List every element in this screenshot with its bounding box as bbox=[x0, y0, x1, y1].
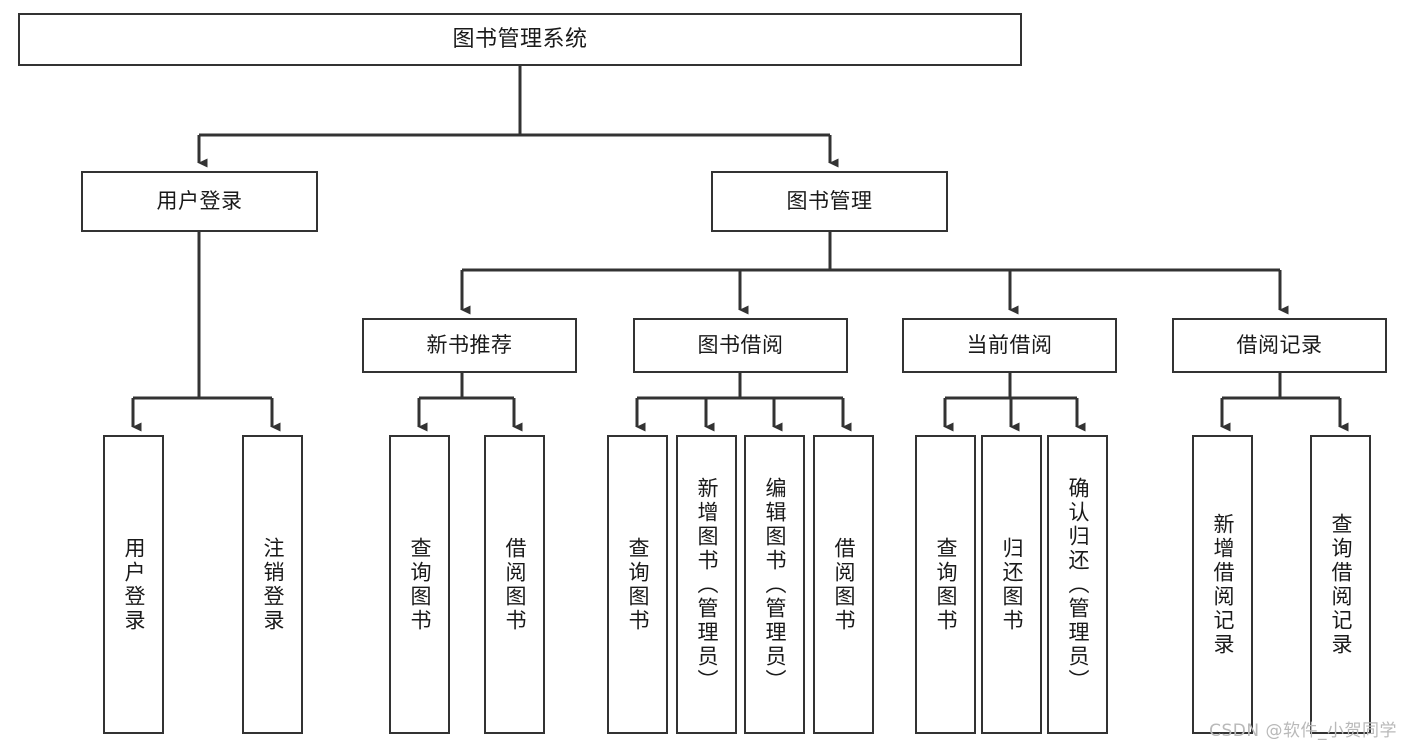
node-book-management-system[interactable]: 图书管理系统 bbox=[18, 13, 1022, 66]
node-current-borrow[interactable]: 当前借阅 bbox=[902, 318, 1117, 373]
node-label: 图书借阅 bbox=[697, 333, 784, 358]
node-leaf-confirm-return-admin[interactable]: 确认归还（管理员） bbox=[1047, 435, 1108, 734]
node-borrow-records[interactable]: 借阅记录 bbox=[1172, 318, 1387, 373]
node-label: 注销登录 bbox=[261, 536, 285, 633]
node-label: 借阅图书 bbox=[503, 536, 527, 633]
node-leaf-add-book-admin[interactable]: 新增图书（管理员） bbox=[676, 435, 737, 734]
node-label: 用户登录 bbox=[156, 189, 243, 214]
node-label: 查询图书 bbox=[934, 536, 958, 633]
node-label: 归还图书 bbox=[1000, 536, 1024, 633]
node-label: 查询借阅记录 bbox=[1329, 512, 1353, 657]
node-leaf-query-book-current[interactable]: 查询图书 bbox=[915, 435, 976, 734]
node-label: 确认归还（管理员） bbox=[1066, 476, 1090, 693]
node-label: 新书推荐 bbox=[426, 333, 513, 358]
watermark: CSDN @软件_小贺同学 bbox=[1209, 721, 1397, 741]
node-new-book-recommend[interactable]: 新书推荐 bbox=[362, 318, 577, 373]
node-label: 图书管理系统 bbox=[452, 26, 588, 52]
node-label: 借阅记录 bbox=[1236, 333, 1323, 358]
node-label: 新增借阅记录 bbox=[1211, 512, 1235, 657]
node-leaf-query-borrow-record[interactable]: 查询借阅记录 bbox=[1310, 435, 1371, 734]
node-label: 用户登录 bbox=[122, 536, 146, 633]
node-label: 借阅图书 bbox=[832, 536, 856, 633]
node-label: 新增图书（管理员） bbox=[695, 476, 719, 693]
node-leaf-edit-book-admin[interactable]: 编辑图书（管理员） bbox=[744, 435, 805, 734]
node-book-borrow[interactable]: 图书借阅 bbox=[633, 318, 848, 373]
node-leaf-add-borrow-record[interactable]: 新增借阅记录 bbox=[1192, 435, 1253, 734]
node-leaf-borrow-book[interactable]: 借阅图书 bbox=[813, 435, 874, 734]
node-leaf-query-book-recommend[interactable]: 查询图书 bbox=[389, 435, 450, 734]
node-leaf-return-book[interactable]: 归还图书 bbox=[981, 435, 1042, 734]
node-book-management[interactable]: 图书管理 bbox=[711, 171, 948, 232]
node-label: 查询图书 bbox=[626, 536, 650, 633]
node-leaf-query-book-borrow[interactable]: 查询图书 bbox=[607, 435, 668, 734]
node-leaf-borrow-book-recommend[interactable]: 借阅图书 bbox=[484, 435, 545, 734]
node-label: 图书管理 bbox=[786, 189, 873, 214]
node-label: 查询图书 bbox=[408, 536, 432, 633]
node-label: 编辑图书（管理员） bbox=[763, 476, 787, 693]
node-leaf-logout[interactable]: 注销登录 bbox=[242, 435, 303, 734]
node-leaf-user-login[interactable]: 用户登录 bbox=[103, 435, 164, 734]
node-user-login[interactable]: 用户登录 bbox=[81, 171, 318, 232]
node-label: 当前借阅 bbox=[966, 333, 1053, 358]
